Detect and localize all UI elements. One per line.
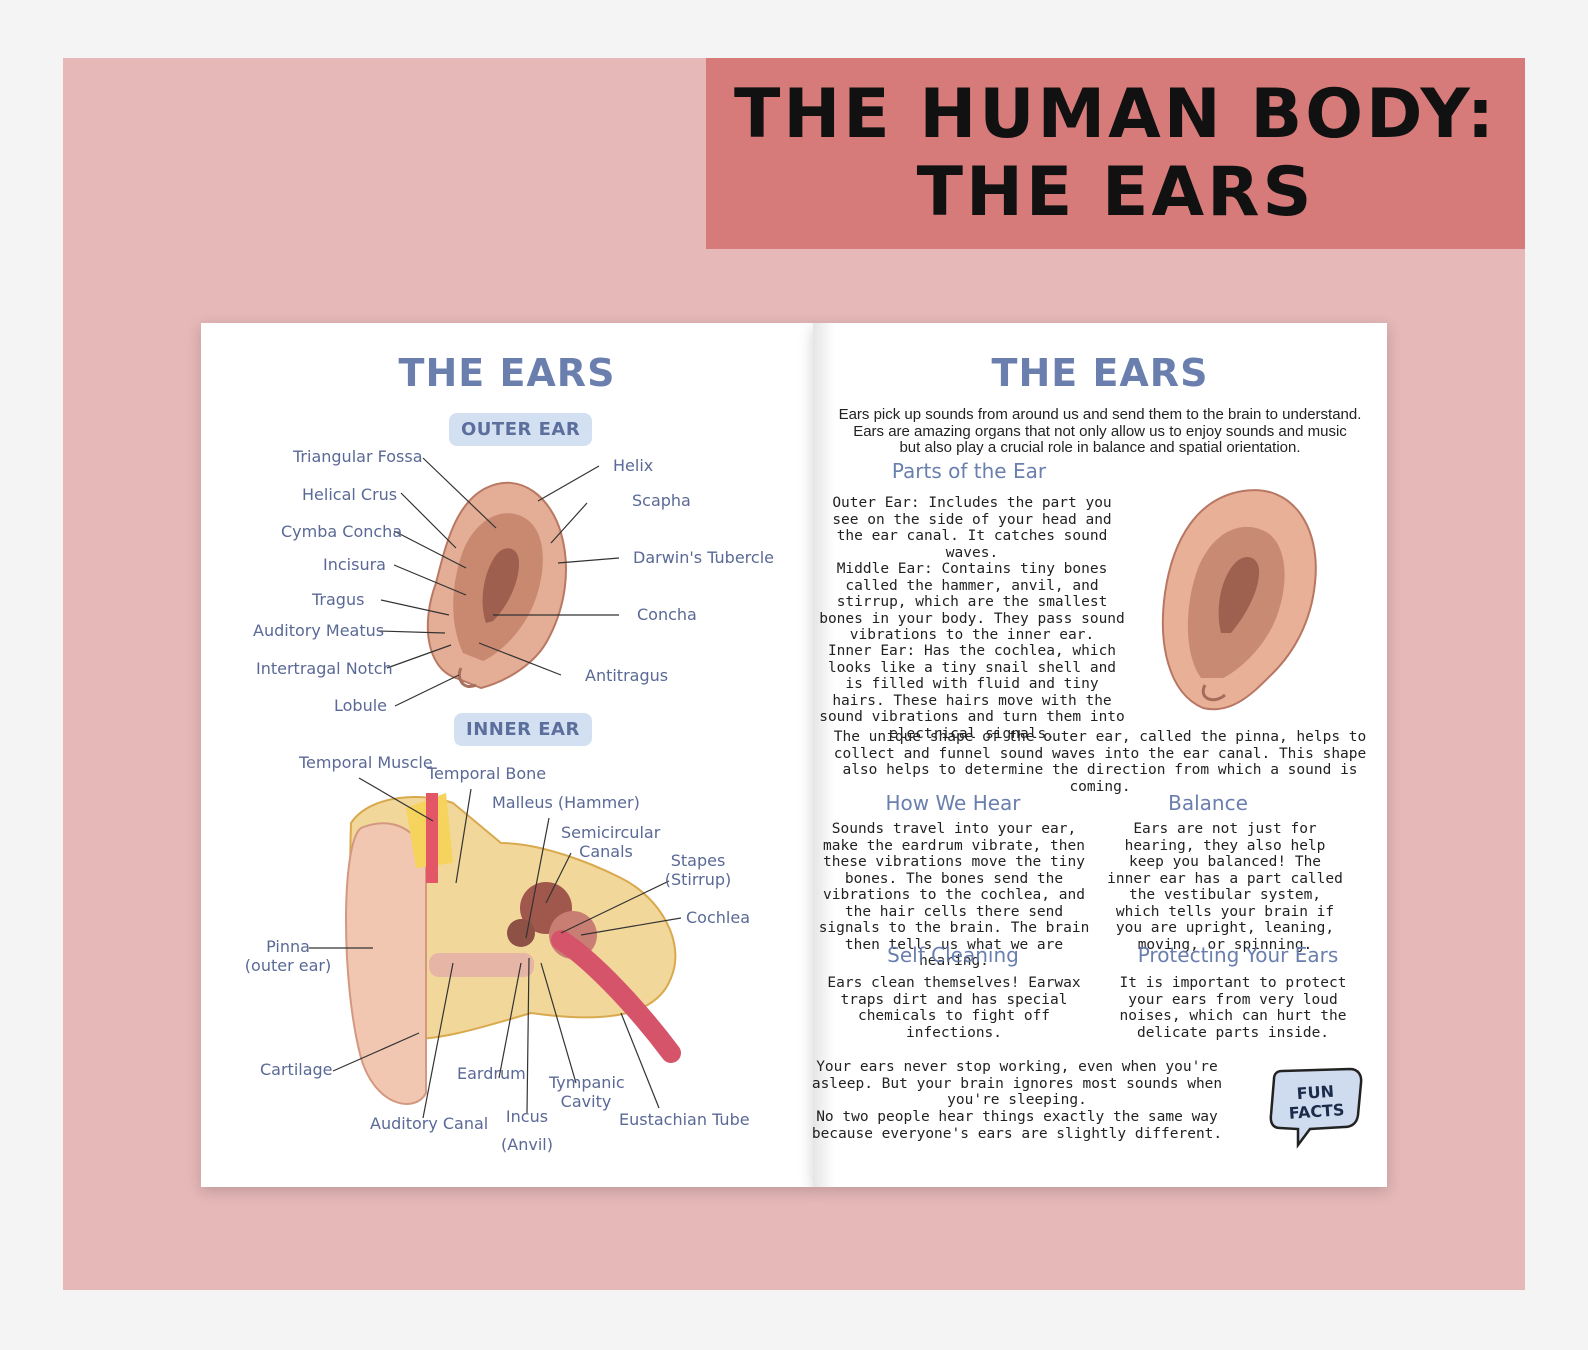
protecting-heading: Protecting Your Ears — [1137, 943, 1339, 967]
label-stapes-line-1: Stapes — [670, 851, 726, 870]
label-tympanic-cavity: Tympanic Cavity — [549, 1073, 625, 1111]
how-we-hear-text: Sounds travel into your ear, make the ea… — [818, 821, 1090, 969]
right-page-title: THE EARS — [991, 351, 1209, 395]
label-auditory-meatus: Auditory Meatus — [253, 621, 385, 640]
fun-fact-2: No two people hear things exactly the sa… — [811, 1109, 1223, 1142]
label-incus-line-2: (Anvil) — [501, 1135, 553, 1154]
label-triangular-fossa: Triangular Fossa — [293, 447, 423, 466]
inner-ear-pill: INNER EAR — [454, 713, 592, 746]
label-pinna-line-1: Pinna — [266, 937, 310, 956]
fun-facts-badge: FUN FACTS — [1268, 1065, 1364, 1156]
title-banner: THE HUMAN BODY: THE EARS — [706, 58, 1525, 249]
how-we-hear-heading: How We Hear — [885, 791, 1021, 815]
banner-title-line-1: THE HUMAN BODY: — [733, 74, 1498, 154]
middle-ear-text: Middle Ear: Contains tiny bones called t… — [819, 561, 1125, 643]
label-stapes: Stapes (Stirrup) — [663, 851, 733, 889]
outer-ear-illustration — [426, 481, 567, 690]
label-tympanic-line-2: Cavity — [560, 1092, 612, 1111]
book-spine-shadow — [813, 323, 835, 1187]
pinna-text: The unique shape of the outer ear, calle… — [833, 729, 1367, 795]
label-cymba-concha: Cymba Concha — [281, 522, 403, 541]
label-eardrum: Eardrum — [457, 1064, 526, 1083]
speech-bubble-icon — [1269, 1067, 1363, 1149]
label-intertragal-notch: Intertragal Notch — [256, 659, 393, 678]
right-page: THE EARS Ears pick up sounds from around… — [812, 323, 1387, 1187]
label-darwins-tubercle: Darwin's Tubercle — [633, 548, 774, 567]
fun-facts-label: FUN FACTS — [1288, 1081, 1346, 1123]
label-semicircular-canals: Semicircular Canals — [561, 823, 661, 861]
label-incisura: Incisura — [323, 555, 386, 574]
balance-heading: Balance — [1168, 791, 1248, 815]
label-malleus: Malleus (Hammer) — [492, 793, 640, 812]
ear-illustration — [1161, 489, 1317, 711]
label-pinna-line-2: (outer ear) — [244, 956, 332, 975]
ear-diagrams — [309, 457, 682, 1119]
label-lobule: Lobule — [334, 696, 388, 715]
label-temporal-muscle: Temporal Muscle — [299, 753, 433, 772]
label-antitragus: Antitragus — [585, 666, 669, 685]
label-semicircular-line-2: Canals — [579, 842, 633, 861]
intro-paragraph: Ears pick up sounds from around us and s… — [833, 406, 1367, 457]
inner-ear-illustration — [345, 793, 681, 1105]
label-tympanic-line-1: Tympanic — [549, 1073, 625, 1092]
label-pinna: Pinna (outer ear) — [243, 937, 333, 975]
self-cleaning-text: Ears clean themselves! Earwax traps dirt… — [827, 975, 1081, 1041]
banner-title-line-2: THE EARS — [916, 152, 1315, 232]
fun-fact-1: Your ears never stop working, even when … — [811, 1059, 1223, 1108]
intro-line-1: Ears pick up sounds from around us and s… — [838, 406, 1362, 423]
label-helix: Helix — [613, 456, 654, 475]
protecting-text: It is important to protect your ears fro… — [1119, 975, 1347, 1041]
inner-ear-text: Inner Ear: Has the cochlea, which looks … — [819, 643, 1125, 742]
balance-text: Ears are not just for hearing, they also… — [1107, 821, 1343, 953]
label-cochlea: Cochlea — [686, 908, 750, 927]
parts-heading: Parts of the Ear — [891, 459, 1047, 483]
label-auditory-canal: Auditory Canal — [370, 1114, 489, 1133]
intro-line-2: Ears are amazing organs that not only al… — [853, 422, 1347, 440]
label-tragus: Tragus — [312, 590, 365, 609]
left-page-title: THE EARS — [398, 351, 616, 395]
label-temporal-bone: Temporal Bone — [427, 764, 547, 783]
self-cleaning-heading: Self Cleaning — [887, 943, 1019, 967]
label-semicircular-line-1: Semicircular — [561, 823, 661, 842]
left-page: THE EARS OUTER EAR INNER EAR — [201, 323, 813, 1187]
label-scapha: Scapha — [632, 491, 691, 510]
outer-ear-pill: OUTER EAR — [449, 413, 593, 446]
label-incus-line-1: Incus — [505, 1107, 549, 1126]
label-incus: Incus (Anvil) — [497, 1103, 557, 1159]
outer-ear-text: Outer Ear: Includes the part you see on … — [832, 495, 1112, 561]
label-stapes-line-2: (Stirrup) — [664, 870, 732, 889]
intro-line-3: but also play a crucial role in balance … — [899, 439, 1301, 456]
label-eustachian-tube: Eustachian Tube — [619, 1110, 750, 1129]
label-helical-crus: Helical Crus — [302, 485, 398, 504]
label-cartilage: Cartilage — [260, 1060, 333, 1079]
label-concha: Concha — [637, 605, 697, 624]
